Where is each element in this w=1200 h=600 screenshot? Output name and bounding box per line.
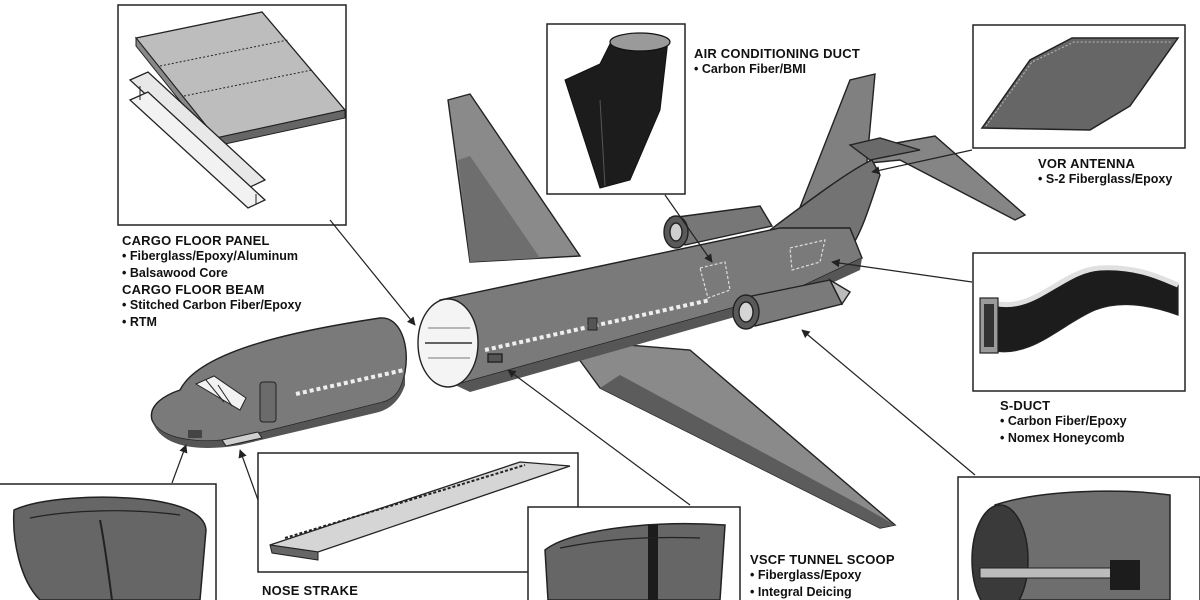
s-duct-heading: S-DUCT — [1000, 398, 1051, 413]
vor-antenna-inset — [972, 24, 1186, 149]
upper-engine — [663, 205, 774, 249]
leader-lines — [171, 149, 976, 506]
cargo-floor-beam-heading: CARGO FLOOR BEAM — [122, 282, 265, 297]
cargo-floor-inset — [117, 4, 347, 226]
vor-antenna-material-1: S-2 Fiberglass/Epoxy — [1038, 171, 1172, 188]
cargo-floor-beam-material-1: Stitched Carbon Fiber/Epoxy — [122, 297, 302, 314]
vscf-tunnel-scoop-material-2: Integral Deicing — [750, 584, 895, 600]
vscf-tunnel-scoop-material-1: Fiberglass/Epoxy — [750, 567, 895, 584]
cargo-floor-beam-material-2: RTM — [122, 314, 301, 331]
cockpit-windows — [194, 375, 247, 411]
air-conditioning-duct-inset — [546, 23, 686, 195]
rear-component-inset — [957, 476, 1200, 600]
s-duct-label: S-DUCT Carbon Fiber/Epoxy Nomex Honeycom… — [1000, 398, 1127, 447]
vor-antenna-label: VOR ANTENNA S-2 Fiberglass/Epoxy — [1038, 156, 1172, 188]
lower-engine — [732, 278, 851, 330]
nose-strake-inset — [257, 452, 579, 573]
air-conditioning-duct-label: AIR CONDITIONING DUCT Carbon Fiber/BMI — [694, 46, 860, 78]
nose-component-inset — [0, 483, 217, 600]
cargo-floor-panel-heading: CARGO FLOOR PANEL — [122, 233, 270, 248]
vscf-tunnel-scoop-inset — [527, 506, 741, 600]
vscf-tunnel-scoop-heading: VSCF TUNNEL SCOOP — [750, 552, 895, 567]
vor-antenna-heading: VOR ANTENNA — [1038, 156, 1136, 171]
nose-strake-heading: NOSE STRAKE — [262, 583, 359, 598]
cargo-floor-panel-material-2: Balsawood Core — [122, 265, 301, 282]
vscf-tunnel-scoop-label: VSCF TUNNEL SCOOP Fiberglass/Epoxy Integ… — [750, 552, 895, 600]
s-duct-material-1: Carbon Fiber/Epoxy — [1000, 413, 1127, 430]
s-duct-inset — [972, 252, 1186, 392]
cargo-floor-panel-label: CARGO FLOOR PANEL Fiberglass/Epoxy/Alumi… — [122, 233, 301, 331]
air-conditioning-duct-material-1: Carbon Fiber/BMI — [694, 61, 860, 78]
cargo-floor-panel-material-1: Fiberglass/Epoxy/Aluminum — [122, 248, 301, 265]
aircraft-illustration — [150, 73, 1027, 529]
s-duct-material-2: Nomex Honeycomb — [1000, 430, 1127, 447]
air-conditioning-duct-heading: AIR CONDITIONING DUCT — [694, 46, 860, 61]
nose-strake-label: NOSE STRAKE — [262, 583, 358, 598]
